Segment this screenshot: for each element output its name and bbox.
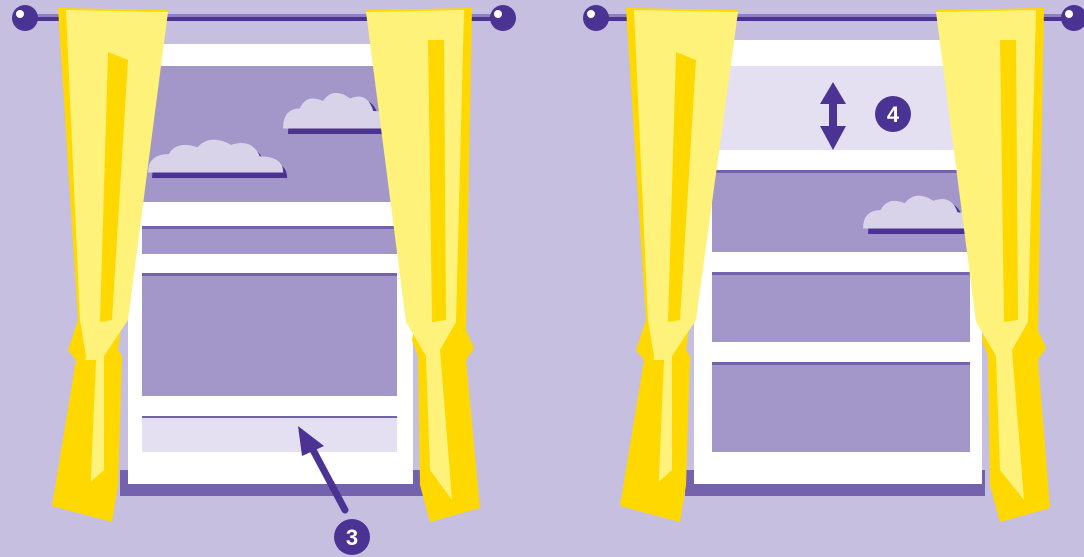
window-pane-pale: [712, 66, 970, 150]
curtain-left-panel: [620, 8, 738, 522]
window-pane-top: [142, 66, 397, 202]
curtain-right-panel: [936, 8, 1050, 522]
window-pane-mid: [712, 272, 970, 342]
window-pane-mid: [142, 226, 397, 254]
double-arrow: [820, 82, 846, 150]
window-right: [685, 40, 985, 496]
step-number: 3: [346, 525, 358, 550]
curtain-rod-right: [583, 5, 1084, 31]
window-pane-pale: [142, 416, 397, 452]
curtain-left-panel: [52, 8, 168, 522]
step-number: 4: [887, 102, 900, 127]
window-pane-large: [712, 362, 970, 452]
step-badge: 3: [334, 519, 370, 555]
step-badge: 4: [875, 96, 911, 132]
window-pane-large: [142, 273, 397, 396]
upward-arrow: [298, 426, 349, 514]
window-left: [120, 44, 440, 496]
curtain-rod-left: [12, 5, 516, 31]
curtain-right-panel: [366, 8, 480, 522]
